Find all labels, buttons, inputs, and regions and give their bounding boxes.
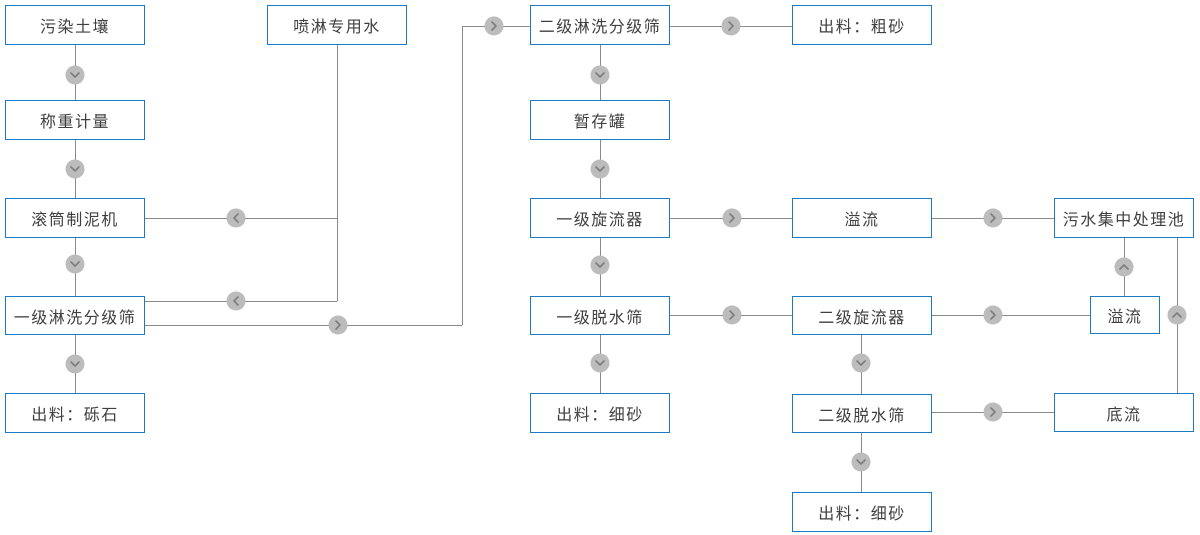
- chevron-up-icon: [1114, 257, 1134, 277]
- node-label: 出料：细砂: [556, 407, 644, 424]
- chevron-down-icon: [65, 65, 85, 85]
- node-primary-washing-grading-screen: 一级淋洗分级筛: [5, 296, 145, 335]
- node-underflow: 底流: [1054, 393, 1194, 432]
- chevron-right-icon: [983, 402, 1003, 422]
- chevron-right-icon: [983, 208, 1003, 228]
- node-label: 污水集中处理池: [1062, 212, 1186, 229]
- chevron-left-icon: [226, 291, 246, 311]
- node-overflow-2: 溢流: [1090, 296, 1160, 334]
- node-sewage-treatment-pool: 污水集中处理池: [1054, 198, 1194, 238]
- chevron-down-icon: [590, 159, 610, 179]
- node-spray-water: 喷淋专用水: [267, 5, 407, 45]
- connector-line: [337, 45, 338, 301]
- chevron-down-icon: [590, 353, 610, 373]
- chevron-down-icon: [65, 254, 85, 274]
- connector-line: [462, 26, 463, 325]
- node-label: 污染土壤: [39, 19, 110, 36]
- node-label: 溢流: [844, 212, 880, 229]
- chevron-down-icon: [851, 452, 871, 472]
- node-secondary-dewatering-screen: 二级脱水筛: [792, 394, 932, 433]
- chevron-up-icon: [1167, 305, 1187, 325]
- node-secondary-cyclone: 二级旋流器: [792, 296, 932, 335]
- node-label: 出料：砾石: [31, 407, 119, 424]
- chevron-left-icon: [226, 208, 246, 228]
- node-secondary-washing-grading-screen: 二级淋洗分级筛: [530, 5, 670, 45]
- chevron-right-icon: [722, 305, 742, 325]
- chevron-right-icon: [328, 315, 348, 335]
- chevron-down-icon: [65, 354, 85, 374]
- node-drum-mud-maker: 滚筒制泥机: [5, 198, 145, 238]
- node-label: 底流: [1106, 406, 1142, 424]
- node-weighing-metering: 称重计量: [5, 100, 145, 140]
- node-label: 暂存罐: [573, 114, 627, 131]
- node-label: 一级脱水筛: [556, 309, 644, 327]
- node-overflow-1: 溢流: [792, 198, 932, 238]
- chevron-down-icon: [65, 159, 85, 179]
- chevron-down-icon: [590, 255, 610, 275]
- chevron-down-icon: [851, 353, 871, 373]
- node-label: 一级旋流器: [556, 212, 644, 229]
- node-label: 喷淋专用水: [293, 19, 381, 36]
- node-output-coarse-sand: 出料：粗砂: [792, 5, 932, 45]
- node-output-fine-sand-1: 出料：细砂: [530, 393, 670, 433]
- node-primary-dewatering-screen: 一级脱水筛: [530, 296, 670, 335]
- node-output-gravel: 出料：砾石: [5, 393, 145, 433]
- chevron-right-icon: [722, 208, 742, 228]
- node-label: 一级淋洗分级筛: [13, 309, 137, 327]
- node-contaminated-soil: 污染土壤: [5, 5, 145, 45]
- chevron-right-icon: [484, 16, 504, 36]
- connector-line: [145, 325, 462, 326]
- node-output-fine-sand-2: 出料：细砂: [792, 492, 932, 532]
- node-storage-tank: 暂存罐: [530, 100, 670, 140]
- chevron-right-icon: [983, 305, 1003, 325]
- connector-line: [932, 315, 1090, 316]
- node-primary-cyclone: 一级旋流器: [530, 198, 670, 238]
- chevron-right-icon: [721, 16, 741, 36]
- node-label: 二级脱水筛: [818, 407, 906, 425]
- node-label: 滚筒制泥机: [31, 212, 119, 229]
- node-label: 称重计量: [39, 114, 110, 131]
- node-label: 二级旋流器: [818, 309, 906, 327]
- chevron-down-icon: [590, 65, 610, 85]
- node-label: 二级淋洗分级筛: [538, 19, 662, 36]
- node-label: 溢流: [1107, 309, 1143, 326]
- node-label: 出料：粗砂: [818, 19, 906, 36]
- node-label: 出料：细砂: [818, 506, 906, 523]
